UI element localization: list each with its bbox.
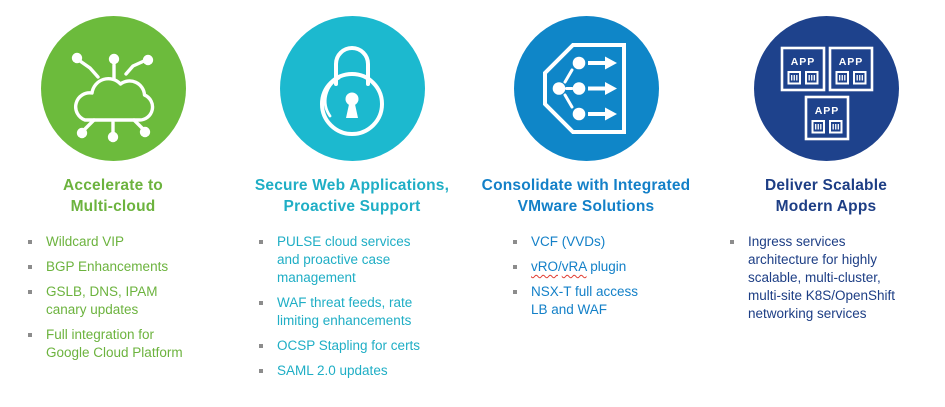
app-box-label: APP <box>838 56 863 68</box>
bullet-item: Full integration for Google Cloud Platfo… <box>26 326 186 362</box>
bullet-text: plugin <box>586 259 627 274</box>
bullet-item: GSLB, DNS, IPAM canary updates <box>26 283 186 319</box>
bullet-text: OCSP Stapling for certs <box>277 338 421 353</box>
app-containers-icon: APP APP APP <box>780 46 873 141</box>
column-heading: Secure Web Applications, Proactive Suppor… <box>238 175 466 217</box>
misspelled-word: vRA <box>561 259 587 274</box>
bullet-item: OCSP Stapling for certs <box>257 337 427 355</box>
bullet-item: VCF (VVDs) <box>511 233 649 251</box>
bullet-item: Wildcard VIP <box>26 233 186 251</box>
load-balancer-icon <box>542 43 626 134</box>
bullet-item: BGP Enhancements <box>26 258 186 276</box>
bullet-text: Full integration for Google Cloud Platfo… <box>46 327 183 360</box>
bullet-item: SAML 2.0 updates <box>257 362 427 380</box>
misspelled-word: vRO <box>531 259 558 274</box>
heading-line: Secure Web Applications, <box>254 177 450 194</box>
bullet-item: WAF threat feeds, rate limiting enhancem… <box>257 294 427 330</box>
bullet-text: VCF (VVDs) <box>531 234 606 249</box>
heading-line: Multi-cloud <box>70 198 156 215</box>
heading-line: Consolidate with Integrated <box>481 177 691 194</box>
heading-line: Modern Apps <box>775 198 877 215</box>
bullet-text: PULSE cloud services and proactive case … <box>277 234 411 285</box>
feature-column-multicloud: Accelerate to Multi-cloud Wildcard VIP BGP… <box>8 0 218 369</box>
heading-line: VMware Solutions <box>517 198 655 215</box>
bullet-text: BGP Enhancements <box>46 259 169 274</box>
bullet-text: GSLB, DNS, IPAM canary updates <box>46 284 158 317</box>
bullet-text: NSX-T full access LB and WAF <box>531 284 639 317</box>
app-box-label: APP <box>790 56 815 68</box>
padlock-icon <box>319 46 384 136</box>
modern-apps-circle-badge: APP APP APP <box>753 16 899 161</box>
security-circle-badge <box>279 16 425 161</box>
bullet-item: Ingress services architecture for highly… <box>728 233 908 323</box>
heading-line: Accelerate to <box>63 177 163 194</box>
cloud-network-icon <box>71 52 154 143</box>
heading-line: Proactive Support <box>283 198 421 215</box>
bullet-text: Ingress services architecture for highly… <box>748 234 896 321</box>
bullet-item: vRO/vRA plugin <box>511 258 649 276</box>
multicloud-circle-badge <box>40 16 186 161</box>
bullet-text: SAML 2.0 updates <box>277 363 388 378</box>
bullet-list: Ingress services architecture for highly… <box>728 233 908 323</box>
bullet-list: PULSE cloud services and proactive case … <box>257 233 427 380</box>
bullet-text: Wildcard VIP <box>46 234 125 249</box>
vmware-circle-badge <box>513 16 659 161</box>
bullet-item: NSX-T full access LB and WAF <box>511 283 649 319</box>
feature-column-security: Secure Web Applications, Proactive Suppor… <box>238 0 466 387</box>
bullet-text: / <box>558 259 562 274</box>
bullet-item: PULSE cloud services and proactive case … <box>257 233 427 287</box>
bullet-text: WAF threat feeds, rate limiting enhancem… <box>277 295 413 328</box>
heading-line: Deliver Scalable <box>764 177 888 194</box>
column-heading: Accelerate to Multi-cloud <box>8 175 218 217</box>
app-box-label: APP <box>814 105 839 117</box>
